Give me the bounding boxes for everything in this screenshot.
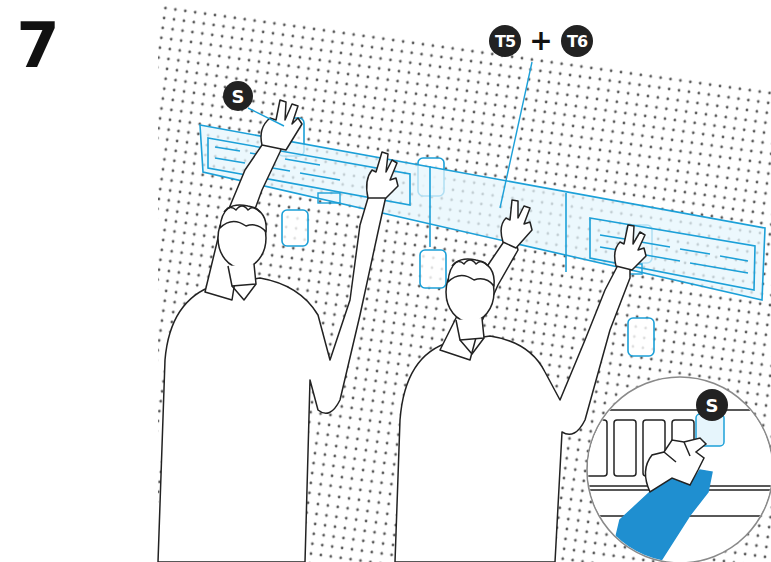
wall [150,0,771,562]
plus-sign: + [529,27,552,55]
part-callout: T5 [495,34,515,50]
person-left [158,100,398,562]
leader-line [248,62,532,208]
part-callout: T6 [567,34,587,50]
callout-circle [223,25,593,111]
step-number: 7 [16,15,59,77]
callout-letter: S [232,88,245,106]
detail-inset [575,377,771,562]
callout-letter: S [706,397,719,415]
